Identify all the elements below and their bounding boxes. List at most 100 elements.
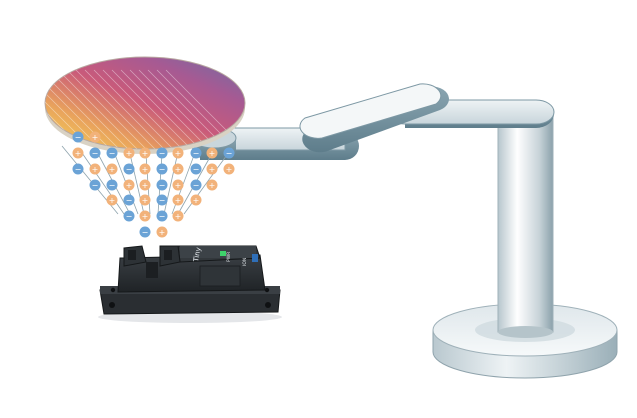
positive-ion-icon: + [223,163,235,175]
positive-ion-icon: + [106,194,118,206]
svg-text:+: + [109,165,116,174]
silicon-wafer [0,56,246,154]
wafer-line [102,69,184,149]
svg-text:+: + [159,228,166,237]
ionizer-device: Tiny PWR ION [98,245,282,323]
svg-text:+: + [142,212,149,221]
svg-text:+: + [92,165,99,174]
svg-text:−: − [92,181,99,190]
mount-hole-icon [110,287,116,293]
ion-cloud: −++−−++−+−+−−++−+−+−++−−++−+−++−+−++−+−+… [72,131,235,238]
wafer-line [45,69,103,149]
negative-ion-icon: − [89,147,101,159]
svg-text:−: − [109,181,116,190]
device-status-label: PWR [226,252,232,262]
positive-ion-icon: + [106,163,118,175]
svg-text:+: + [92,133,99,142]
negative-ion-icon: − [123,163,135,175]
svg-text:−: − [75,165,82,174]
svg-text:−: − [193,149,200,158]
positive-ion-icon: + [139,179,151,191]
svg-text:−: − [159,149,166,158]
negative-ion-icon: − [156,179,168,191]
positive-ion-icon: + [139,210,151,222]
wafer-line [120,69,202,149]
svg-text:+: + [209,165,216,174]
svg-text:+: + [175,149,182,158]
svg-text:−: − [226,149,233,158]
svg-text:+: + [142,165,149,174]
svg-text:−: − [159,196,166,205]
wafer-line [0,70,39,150]
ion-beam-lines [61,145,233,215]
svg-text:−: − [159,181,166,190]
positive-ion-icon: + [123,147,135,159]
svg-text:+: + [175,196,182,205]
wafer-line [0,70,21,150]
negative-ion-icon: − [123,194,135,206]
status-led-icon [220,251,226,256]
negative-ion-icon: − [123,210,135,222]
positive-ion-icon: + [206,163,218,175]
svg-text:+: + [142,149,149,158]
positive-ion-icon: + [72,147,84,159]
negative-ion-icon: − [89,179,101,191]
ion-beam-line [163,151,179,215]
negative-ion-icon: − [72,163,84,175]
positive-ion-icon: + [89,163,101,175]
positive-ion-icon: + [172,163,184,175]
positive-ion-icon: + [156,226,168,238]
negative-ion-icon: − [156,194,168,206]
negative-ion-icon: − [106,147,118,159]
mount-hole-icon [265,302,271,308]
positive-ion-icon: + [172,194,184,206]
positive-ion-icon: + [172,147,184,159]
svg-text:+: + [142,181,149,190]
negative-ion-icon: − [156,210,168,222]
wafer-line [138,69,220,149]
svg-text:−: − [193,165,200,174]
svg-text:−: − [159,165,166,174]
negative-ion-icon: − [106,179,118,191]
mount-hole-icon [264,287,270,293]
connector-stripe [252,254,258,262]
svg-text:−: − [142,228,149,237]
negative-ion-icon: − [72,131,84,143]
svg-text:−: − [193,181,200,190]
svg-text:−: − [75,133,82,142]
robot-elbow-link [299,83,449,153]
wafer-line [111,69,193,149]
device-side-label: ION [242,258,248,266]
wafer-line [93,69,175,149]
positive-ion-icon: + [172,179,184,191]
wafer-line [0,70,12,150]
negative-ion-icon: − [156,163,168,175]
svg-text:+: + [126,181,133,190]
positive-ion-icon: + [139,163,151,175]
svg-text:+: + [209,149,216,158]
svg-text:−: − [92,149,99,158]
positive-ion-icon: + [139,147,151,159]
positive-ion-icon: + [206,147,218,159]
svg-text:+: + [75,149,82,158]
wafer-line [0,70,30,150]
negative-ion-icon: − [223,147,235,159]
svg-text:−: − [126,212,133,221]
svg-text:−: − [159,212,166,221]
positive-ion-icon: + [190,194,202,206]
svg-text:−: − [126,196,133,205]
svg-text:−: − [109,149,116,158]
robot-column [497,117,554,338]
mount-hole-icon [109,302,115,308]
svg-text:+: + [175,181,182,190]
wafer-line [129,69,211,149]
wafer-line [75,69,157,149]
svg-text:+: + [126,149,133,158]
wafer-line [48,69,130,149]
svg-text:+: + [193,196,200,205]
svg-text:−: − [126,165,133,174]
svg-text:+: + [109,196,116,205]
negative-ion-icon: − [190,179,202,191]
